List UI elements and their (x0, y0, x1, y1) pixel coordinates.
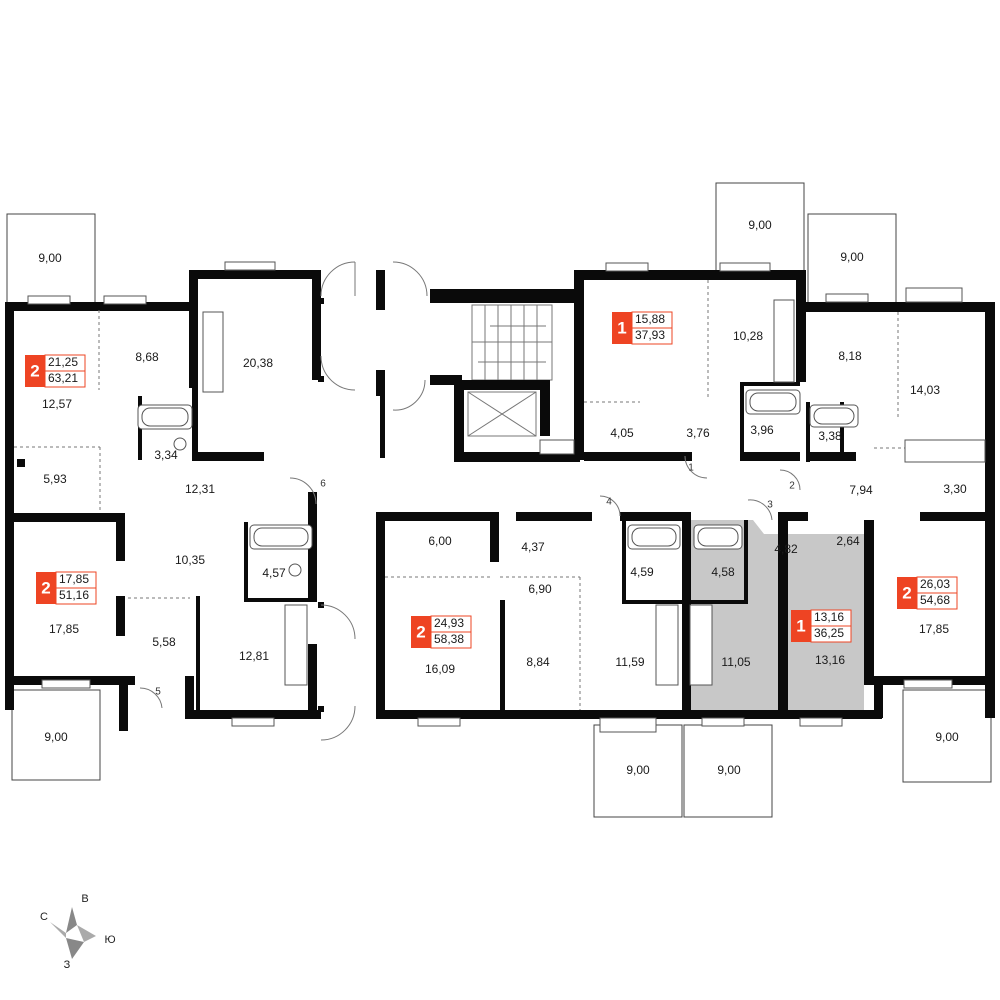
balcony-b6 (683, 724, 773, 818)
room-label: 4,37 (521, 540, 545, 554)
room-label: 10,35 (175, 553, 205, 567)
svg-text:2: 2 (30, 361, 39, 380)
svg-text:36,25: 36,25 (814, 626, 844, 640)
room-label: 16,09 (425, 662, 455, 676)
svg-text:63,21: 63,21 (48, 371, 78, 385)
svg-text:37,93: 37,93 (635, 328, 665, 342)
balcony-b3 (807, 213, 897, 305)
room-label: 12,57 (42, 397, 72, 411)
room-label: 6,90 (528, 582, 552, 596)
room-label: 13,16 (815, 653, 845, 667)
balcony-label-b2: 9,00 (748, 218, 772, 232)
room-label: 17,85 (919, 622, 949, 636)
room-labels: 8,68 20,38 12,57 3,34 5,93 12,31 10,35 4… (42, 329, 967, 676)
room-label: 12,81 (239, 649, 269, 663)
room-label: 8,84 (526, 655, 550, 669)
balcony-label-b3: 9,00 (840, 250, 864, 264)
room-label: 3,96 (750, 423, 774, 437)
doors (139, 261, 801, 741)
room-label: 12,31 (185, 482, 215, 496)
svg-text:58,38: 58,38 (434, 632, 464, 646)
zone-lines (14, 280, 920, 710)
svg-text:24,93: 24,93 (434, 616, 464, 630)
balcony-b1 (6, 213, 96, 305)
room-label: 7,94 (849, 483, 873, 497)
apartment-tag-a: 2 21,25 63,21 (25, 354, 86, 388)
room-label: 6,00 (428, 534, 452, 548)
compass-arrow-icon (66, 907, 77, 933)
room-label: 3,76 (686, 426, 710, 440)
room-label: 3,38 (818, 429, 842, 443)
door-marker-4: 4 (606, 497, 612, 508)
svg-text:21,25: 21,25 (48, 355, 78, 369)
compass-east-label: Ю (104, 934, 115, 946)
svg-text:1: 1 (617, 318, 626, 337)
svg-text:1: 1 (796, 616, 805, 635)
compass-south-label: З (64, 959, 71, 971)
compass-rose: С В Ю З (40, 893, 116, 971)
svg-text:26,03: 26,03 (920, 577, 950, 591)
room-label: 10,28 (733, 329, 763, 343)
highlight-apartment-e (686, 520, 864, 717)
door-marker-5: 5 (155, 687, 161, 698)
compass-north-label: В (81, 893, 88, 905)
room-label: 4,59 (630, 565, 654, 579)
room-label: 11,05 (721, 655, 750, 669)
svg-text:2: 2 (416, 622, 425, 641)
apartment-tag-e: 1 13,16 36,25 (791, 609, 852, 643)
door-marker-1: 1 (688, 463, 694, 474)
apartment-tag-f: 2 26,03 54,68 (897, 576, 958, 610)
door-markers: 1 2 3 4 5 6 (155, 463, 795, 698)
windows (27, 261, 963, 733)
room-label: 11,59 (615, 655, 644, 669)
balcony-b2 (715, 182, 805, 274)
svg-text:17,85: 17,85 (59, 572, 89, 586)
room-label: 4,05 (610, 426, 634, 440)
balcony-label-b6: 9,00 (717, 763, 741, 777)
fixtures (137, 299, 986, 686)
svg-text:13,16: 13,16 (814, 610, 844, 624)
balcony-b5 (593, 724, 683, 818)
door-marker-6: 6 (320, 479, 326, 490)
svg-text:51,16: 51,16 (59, 588, 89, 602)
balcony-label-b7: 9,00 (935, 730, 959, 744)
room-label: 2,64 (836, 534, 860, 548)
room-label: 4,57 (262, 566, 286, 580)
apartment-tag-b: 2 17,85 51,16 (36, 571, 97, 605)
door-marker-3: 3 (767, 500, 773, 511)
room-label: 8,18 (838, 349, 862, 363)
room-label: 4,58 (711, 565, 735, 579)
balcony-label-b1: 9,00 (38, 251, 62, 265)
apartment-tag-c: 2 24,93 58,38 (411, 615, 472, 649)
svg-text:2: 2 (902, 583, 911, 602)
room-label: 20,38 (243, 356, 273, 370)
elevator-shaft (467, 391, 537, 437)
balcony-b7 (902, 689, 992, 783)
apartment-tag-d: 1 15,88 37,93 (612, 311, 673, 345)
balcony-label-b5: 9,00 (626, 763, 650, 777)
svg-text:2: 2 (41, 578, 50, 597)
room-label: 3,30 (943, 482, 967, 496)
room-label: 5,93 (43, 472, 67, 486)
balcony-label-b4: 9,00 (44, 730, 68, 744)
room-label: 4,82 (774, 542, 798, 556)
svg-text:15,88: 15,88 (635, 312, 665, 326)
room-label: 8,68 (135, 350, 159, 364)
balcony-b4 (11, 689, 101, 781)
room-label: 5,58 (152, 635, 176, 649)
svg-text:54,68: 54,68 (920, 593, 950, 607)
room-label: 17,85 (49, 622, 79, 636)
stairwell (471, 304, 553, 381)
room-label: 14,03 (910, 383, 940, 397)
door-marker-2: 2 (789, 481, 795, 492)
room-label: 3,34 (154, 448, 178, 462)
compass-west-label: С (40, 911, 48, 923)
